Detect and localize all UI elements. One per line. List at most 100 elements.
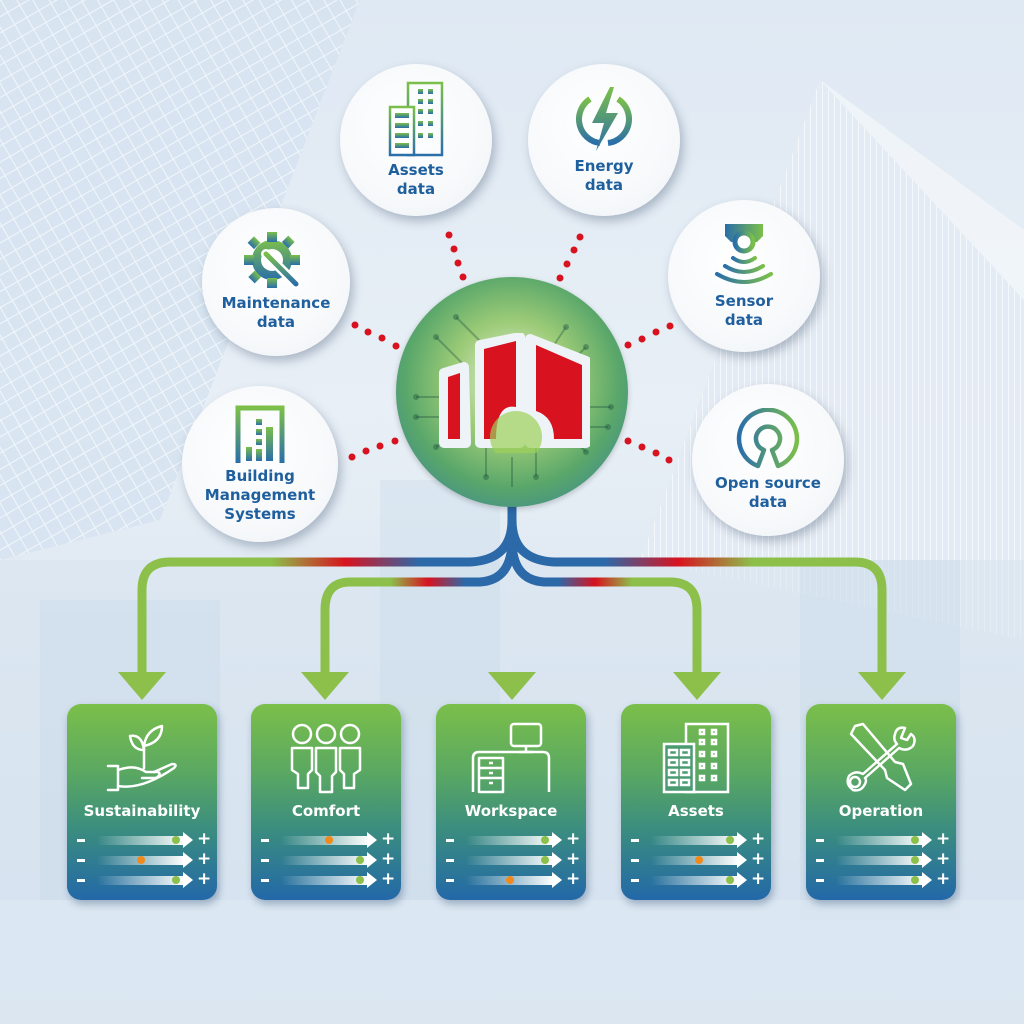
rating-scale: + xyxy=(77,829,212,849)
open-source-icon xyxy=(736,408,800,469)
central-hub xyxy=(396,277,628,507)
minus-sign xyxy=(631,859,639,862)
plus-sign: + xyxy=(566,869,581,889)
arrow-head-icon xyxy=(183,852,193,868)
outcome-card-workspace: Workspace +++ xyxy=(436,704,586,900)
scale-bar xyxy=(281,856,369,865)
arrow-head-icon xyxy=(737,832,747,848)
arrow-head-icon xyxy=(367,832,377,848)
rating-scale: + xyxy=(261,829,396,849)
plus-sign: + xyxy=(381,849,396,869)
plus-sign: + xyxy=(566,829,581,849)
rating-scale: + xyxy=(77,849,212,869)
outcome-title: Comfort xyxy=(291,802,361,820)
plus-sign: + xyxy=(751,869,766,889)
rating-indicator-dot xyxy=(910,836,919,844)
rating-indicator-dot xyxy=(355,876,364,884)
arrow-head-icon xyxy=(183,872,193,888)
outcome-title: Sustainability xyxy=(83,802,201,820)
arrow-head-icon xyxy=(552,832,562,848)
rating-scale: + xyxy=(77,869,211,889)
rating-indicator-dot xyxy=(540,836,549,844)
scale-bar xyxy=(466,856,554,865)
minus-sign xyxy=(816,839,824,842)
desk-computer-icon xyxy=(471,722,551,794)
minus-sign xyxy=(261,839,269,842)
rating-indicator-dot xyxy=(355,856,364,864)
outcome-title: Workspace xyxy=(464,802,558,820)
minus-sign xyxy=(77,839,85,842)
scale-bar xyxy=(651,836,739,845)
arrow-head-icon xyxy=(183,832,193,848)
office-buildings-icon xyxy=(662,722,730,794)
rating-scale: + xyxy=(816,869,951,889)
rating-scale: + xyxy=(261,849,396,869)
people-group-icon xyxy=(290,723,362,794)
minus-sign xyxy=(446,859,454,862)
arrow-head-icon xyxy=(922,872,932,888)
energy-bolt-icon xyxy=(575,87,633,151)
outcome-card-sustainability: Sustainability +++ xyxy=(67,704,217,900)
scale-bar xyxy=(466,836,554,845)
rating-indicator-dot xyxy=(540,856,549,864)
minus-sign xyxy=(77,859,85,862)
rating-indicator-dot xyxy=(506,876,515,884)
plus-sign: + xyxy=(751,829,766,849)
rating-scale: + xyxy=(261,869,395,889)
outcome-title: Operation xyxy=(838,802,924,820)
plus-sign: + xyxy=(936,829,951,849)
plus-sign: + xyxy=(936,869,951,889)
arrow-head-icon xyxy=(737,852,747,868)
plus-sign: + xyxy=(197,849,212,869)
outcome-card-comfort: Comfort +++ xyxy=(251,704,401,900)
scale-bar xyxy=(836,856,924,865)
rating-scale: + xyxy=(631,829,766,849)
arrow-head-icon xyxy=(367,872,377,888)
plus-sign: + xyxy=(751,849,766,869)
minus-sign xyxy=(816,879,824,882)
rating-indicator-dot xyxy=(910,876,919,884)
rating-scale: + xyxy=(631,869,766,889)
minus-sign xyxy=(446,839,454,842)
arrow-head-icon xyxy=(552,852,562,868)
plus-sign: + xyxy=(197,829,212,849)
scale-bar xyxy=(281,876,369,885)
plus-sign: + xyxy=(381,829,396,849)
plus-sign: + xyxy=(936,849,951,869)
minus-sign xyxy=(261,879,269,882)
red-building-logo-icon xyxy=(439,333,590,453)
rating-indicator-dot xyxy=(171,836,180,844)
sensor-waves-icon xyxy=(715,224,773,284)
arrow-head-icon xyxy=(737,872,747,888)
rating-scale: + xyxy=(816,829,951,849)
rating-scale: + xyxy=(446,829,581,849)
scale-bar xyxy=(97,836,185,845)
scale-bar xyxy=(836,836,924,845)
outcome-card-assets: Assets +++ xyxy=(621,704,771,900)
buildings-icon xyxy=(388,81,444,157)
rating-indicator-dot xyxy=(910,856,919,864)
minus-sign xyxy=(77,879,85,882)
rating-scale: + xyxy=(816,849,951,869)
minus-sign xyxy=(261,859,269,862)
rating-indicator-dot xyxy=(725,876,734,884)
arrow-head-icon xyxy=(552,872,562,888)
rating-indicator-dot xyxy=(171,876,180,884)
scale-bar xyxy=(97,876,185,885)
rating-indicator-dot xyxy=(325,836,333,844)
